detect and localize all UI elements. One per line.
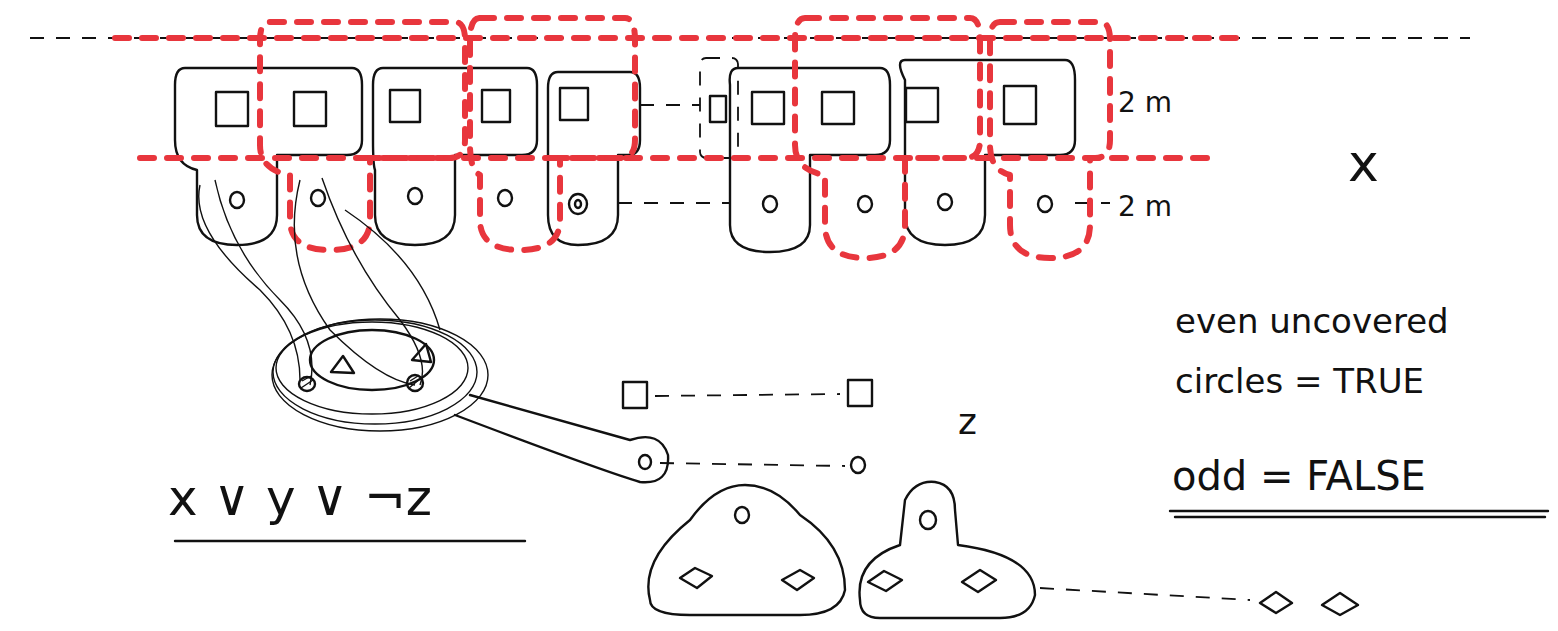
variable-label: z (958, 400, 977, 443)
legend-note: even uncovered circles = TRUE (1175, 292, 1535, 411)
clause-formula: x ∨ y ∨ ¬z (168, 468, 432, 528)
dimension-label: 2 m (1118, 86, 1172, 120)
clause-gadget (199, 178, 668, 482)
boundary-line (30, 37, 1470, 39)
formula-underline (175, 540, 525, 542)
variable-gadgets (648, 482, 1358, 618)
dimension-label: 2 m (1118, 190, 1172, 224)
variable-label: x (1348, 132, 1379, 194)
note-underline (1170, 510, 1548, 512)
legend-note: odd = FALSE (1172, 452, 1426, 500)
note-underline (1175, 516, 1545, 518)
red-dashed-outlines (115, 18, 1240, 258)
square-tokens (216, 86, 1036, 408)
